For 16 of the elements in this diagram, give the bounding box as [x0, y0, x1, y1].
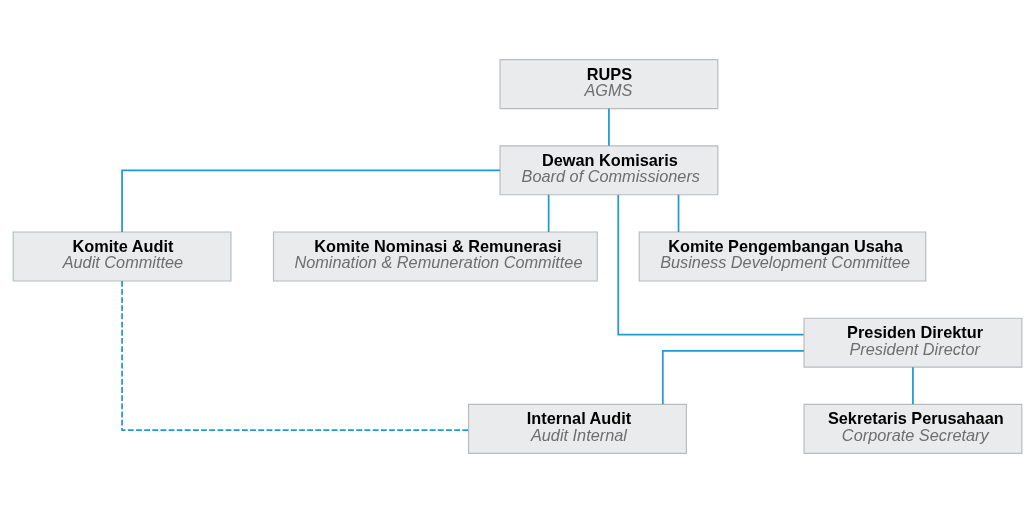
node-box: Komite Nominasi & Remunerasi Nomination & Remuneration Committee	[272, 230, 598, 282]
node-box: Sekretaris Perusahaan Corporate Secretary	[803, 403, 1023, 454]
connector	[912, 365, 914, 405]
connector	[661, 349, 805, 405]
connector	[547, 193, 550, 233]
node-box: RUPS AGMS	[499, 58, 719, 109]
connector	[617, 193, 805, 335]
connector	[121, 168, 501, 233]
node-box: Komite Pengembangan Usaha Business Development Committee	[638, 230, 927, 282]
node-box: Presiden Direktur President Director	[803, 317, 1023, 368]
node-box: Dewan Komisaris Board of Commissioners	[499, 144, 719, 195]
connector	[608, 107, 610, 147]
connector	[677, 193, 680, 233]
connector	[121, 279, 470, 431]
node-box: Internal Audit Audit Internal	[468, 403, 687, 454]
node-box: Komite Audit Audit Committee	[12, 230, 232, 282]
